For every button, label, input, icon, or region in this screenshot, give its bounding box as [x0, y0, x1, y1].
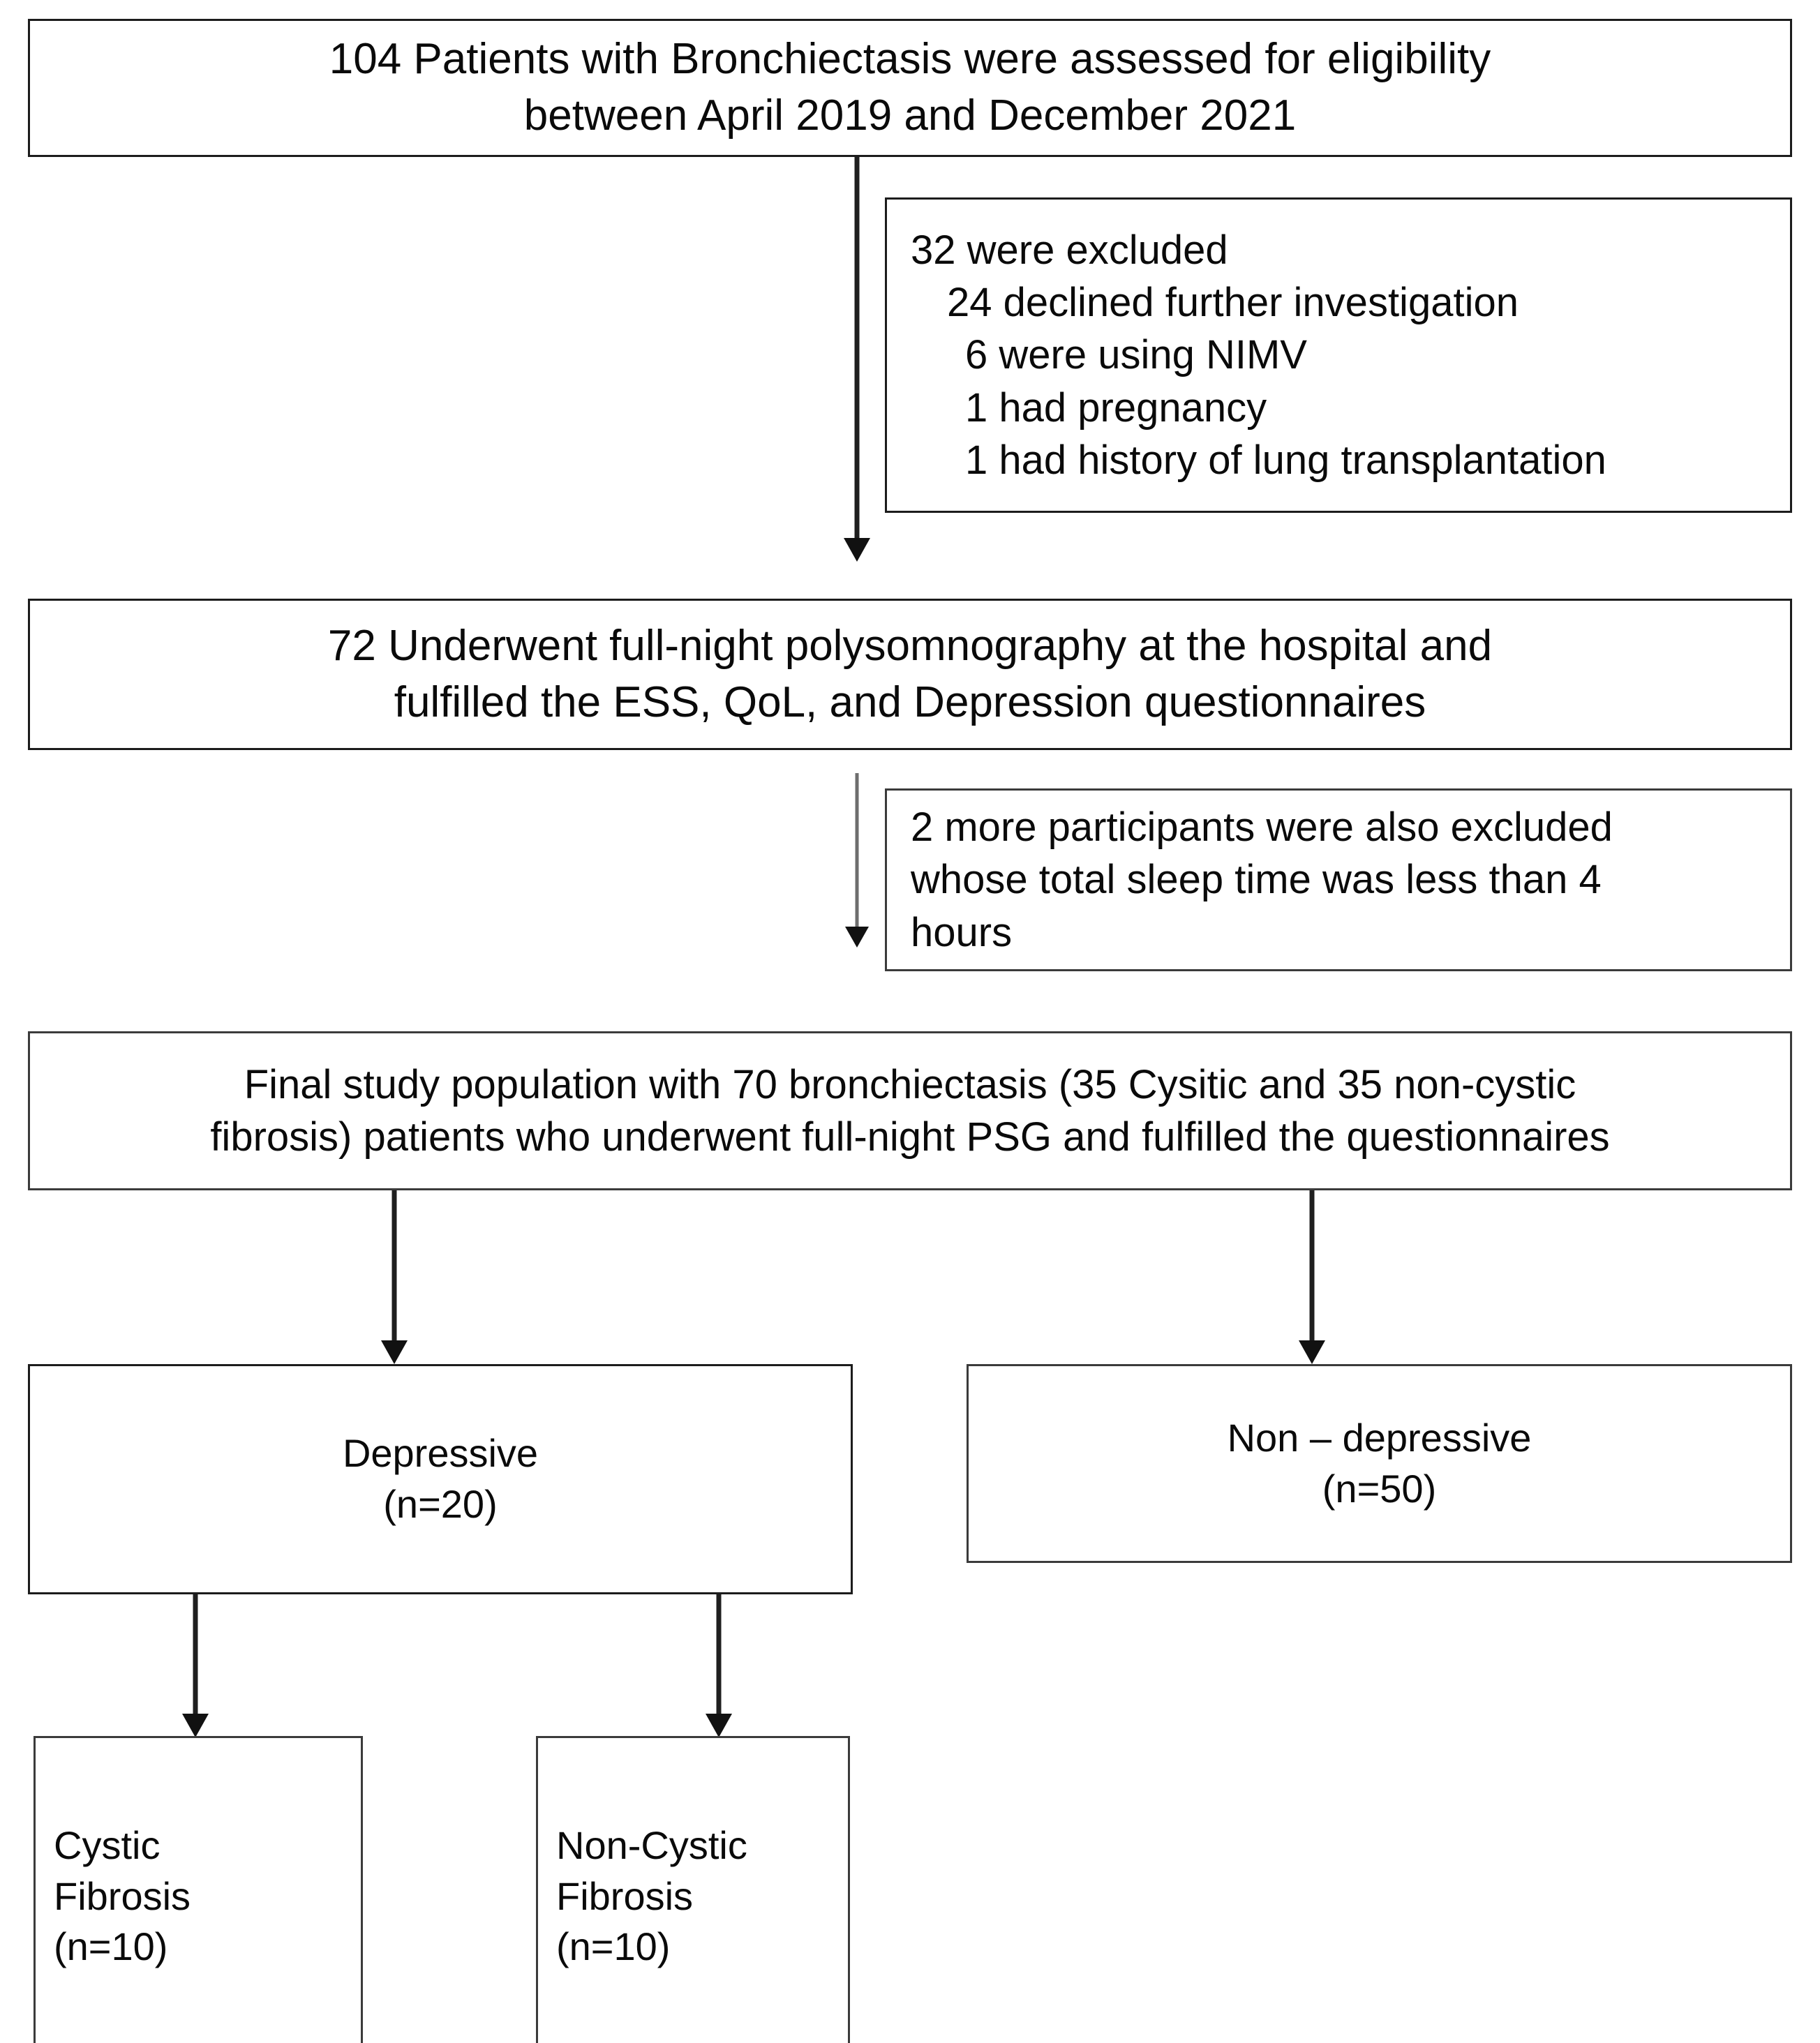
excluded-first-line-4: 1 had pregnancy [965, 384, 1267, 431]
arrowhead-icon [1299, 1340, 1325, 1364]
node-excluded-second: 2 more participants were also excluded w… [885, 788, 1792, 971]
excluded-second-line-1: 2 more participants were also excluded [911, 804, 1613, 850]
node-excluded-first: 32 were excluded 24 declined further inv… [885, 197, 1792, 513]
final-population-line-2: fibrosis) patients who underwent full-ni… [210, 1114, 1610, 1160]
excluded-first-line-5: 1 had history of lung transplantation [965, 437, 1606, 484]
connector-shaft [193, 1594, 198, 1716]
node-cystic-fibrosis: Cystic Fibrosis (n=10) [33, 1736, 363, 2043]
depressive-line-2: (n=20) [383, 1482, 498, 1526]
assessed-line-2: between April 2019 and December 2021 [523, 91, 1297, 140]
node-non-cystic-fibrosis: Non-Cystic Fibrosis (n=10) [536, 1736, 850, 2043]
psg-line-1: 72 Underwent full-night polysomnography … [327, 621, 1493, 670]
assessed-line-1: 104 Patients with Bronchiectasis were as… [329, 35, 1491, 84]
connector-shaft [855, 773, 859, 927]
cystic-fibrosis-line-1: Cystic [54, 1823, 161, 1867]
node-final-study-population: Final study population with 70 bronchiec… [28, 1031, 1792, 1190]
cystic-fibrosis-line-2: Fibrosis [54, 1873, 191, 1918]
connector-shaft [391, 1190, 397, 1343]
non-cystic-fibrosis-line-2: Fibrosis [556, 1873, 694, 1918]
cystic-fibrosis-line-3: (n=10) [54, 1924, 168, 1969]
arrowhead-icon [706, 1714, 732, 1737]
arrowhead-icon [182, 1714, 209, 1737]
non-depressive-line-2: (n=50) [1322, 1466, 1437, 1511]
depressive-line-1: Depressive [342, 1431, 539, 1476]
non-cystic-fibrosis-line-3: (n=10) [556, 1924, 671, 1969]
excluded-second-line-2: whose total sleep time was less than 4 [911, 857, 1602, 903]
excluded-first-line-3: 6 were using NIMV [965, 332, 1307, 378]
connector-shaft [1309, 1190, 1315, 1343]
non-depressive-line-1: Non – depressive [1227, 1415, 1532, 1460]
connector-depressive-to-non-cystic [705, 1594, 733, 1737]
node-polysomnography: 72 Underwent full-night polysomnography … [28, 599, 1792, 750]
node-depressive: Depressive (n=20) [28, 1364, 853, 1594]
connector-shaft [716, 1594, 722, 1716]
connector-psg-to-final [843, 773, 871, 948]
excluded-first-line-1: 32 were excluded [911, 227, 1228, 273]
connector-shaft [854, 157, 860, 539]
non-cystic-fibrosis-line-1: Non-Cystic [556, 1823, 747, 1867]
arrowhead-icon [381, 1340, 408, 1364]
connector-final-to-non-depressive [1298, 1190, 1326, 1364]
connector-assessed-to-psg [843, 157, 871, 562]
arrowhead-icon [845, 927, 869, 948]
node-assessed-for-eligibility: 104 Patients with Bronchiectasis were as… [28, 19, 1792, 157]
arrowhead-icon [844, 538, 870, 562]
connector-depressive-to-cystic [181, 1594, 209, 1737]
connector-final-to-depressive [380, 1190, 408, 1364]
final-population-line-1: Final study population with 70 bronchiec… [244, 1061, 1576, 1107]
excluded-second-line-3: hours [911, 909, 1013, 955]
node-non-depressive: Non – depressive (n=50) [967, 1364, 1792, 1563]
psg-line-2: fulfilled the ESS, QoL, and Depression q… [394, 678, 1426, 726]
excluded-first-line-2: 24 declined further investigation [947, 279, 1519, 325]
